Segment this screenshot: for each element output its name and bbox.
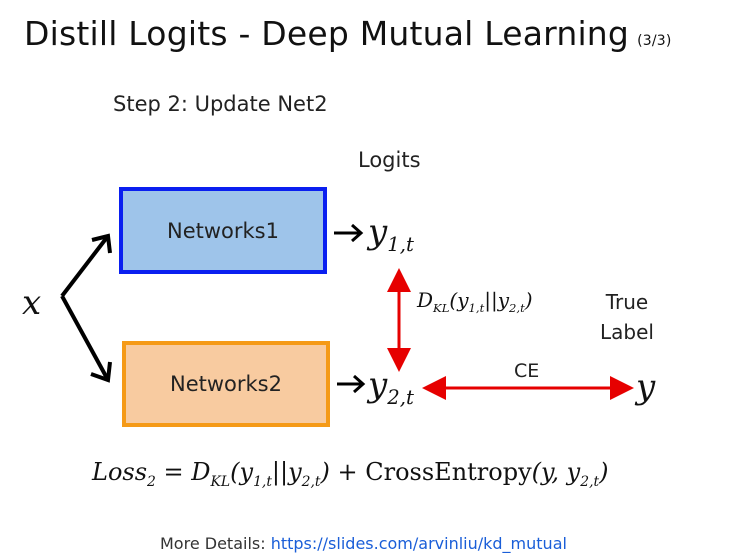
footer-details: More Details: https://slides.com/arvinli… — [160, 534, 567, 553]
true-label-line2: Label — [600, 320, 654, 344]
loss-d-sub: KL — [210, 473, 231, 490]
y1-base: y — [368, 212, 388, 252]
y1-subscript: 1,t — [387, 232, 414, 256]
input-arrow-down-head — [90, 361, 112, 383]
dkl-mid: ||y — [484, 288, 510, 312]
loss-ce-close: ) — [599, 458, 609, 486]
dkl-d: D — [417, 288, 434, 312]
dkl-args: (y — [449, 288, 469, 312]
loss-p1-sub: 1,t — [253, 473, 272, 490]
true-label-y: y — [636, 367, 656, 407]
input-arrow-up — [60, 234, 110, 298]
logit-y2: y2,t — [368, 365, 414, 409]
logit-y1: y1,t — [368, 212, 414, 256]
true-label-line1: True — [605, 290, 649, 314]
page-indicator: (3/3) — [637, 33, 672, 49]
kl-divergence-expression: DKL(y1,t||y2,t) — [417, 288, 533, 315]
dkl-sub: KL — [433, 301, 450, 315]
loss-ce-args: (y, y — [531, 458, 581, 486]
loss-equation: Loss2 = DKL(y1,t||y2,t) + CrossEntropy(y… — [92, 458, 608, 490]
step-label: Step 2: Update Net2 — [113, 92, 328, 116]
title-text: Distill Logits - Deep Mutual Learning — [24, 14, 630, 53]
network1-label: Networks1 — [167, 218, 279, 243]
y2-subscript: 2,t — [387, 385, 414, 409]
input-arrow-down — [60, 295, 110, 381]
loss-plus: + — [329, 458, 366, 486]
network2-box: Networks2 — [122, 341, 330, 427]
network1-box: Networks1 — [119, 187, 327, 274]
loss-ce: CrossEntropy — [365, 458, 532, 486]
loss-lhs-sub: 2 — [147, 473, 156, 490]
loss-p3: ) — [320, 458, 330, 486]
logits-label: Logits — [358, 148, 421, 172]
loss-lhs: Loss — [92, 458, 148, 486]
network2-label: Networks2 — [170, 372, 282, 396]
true-label-caption: True Label — [600, 287, 654, 347]
net1-output-arrow-head — [351, 223, 364, 243]
input-arrow-up-head — [91, 233, 112, 254]
dkl-close: ) — [524, 288, 533, 312]
loss-eq: = — [155, 458, 192, 486]
input-x: x — [22, 283, 42, 323]
slide-title: Distill Logits - Deep Mutual Learning (3/… — [24, 14, 672, 53]
y2-base: y — [368, 365, 388, 405]
loss-ce-sub: 2,t — [580, 473, 600, 490]
loss-p1: (y — [230, 458, 254, 486]
footer-prefix: More Details: — [160, 534, 271, 553]
loss-p2-sub: 2,t — [301, 473, 321, 490]
loss-p2: ||y — [271, 458, 302, 486]
net2-output-arrow-head — [353, 374, 366, 394]
footer-link[interactable]: https://slides.com/arvinliu/kd_mutual — [270, 534, 567, 553]
ce-label: CE — [514, 360, 540, 382]
loss-d: D — [191, 458, 211, 486]
dkl-a-sub: 1,t — [468, 301, 485, 315]
dkl-b-sub: 2,t — [509, 301, 525, 315]
